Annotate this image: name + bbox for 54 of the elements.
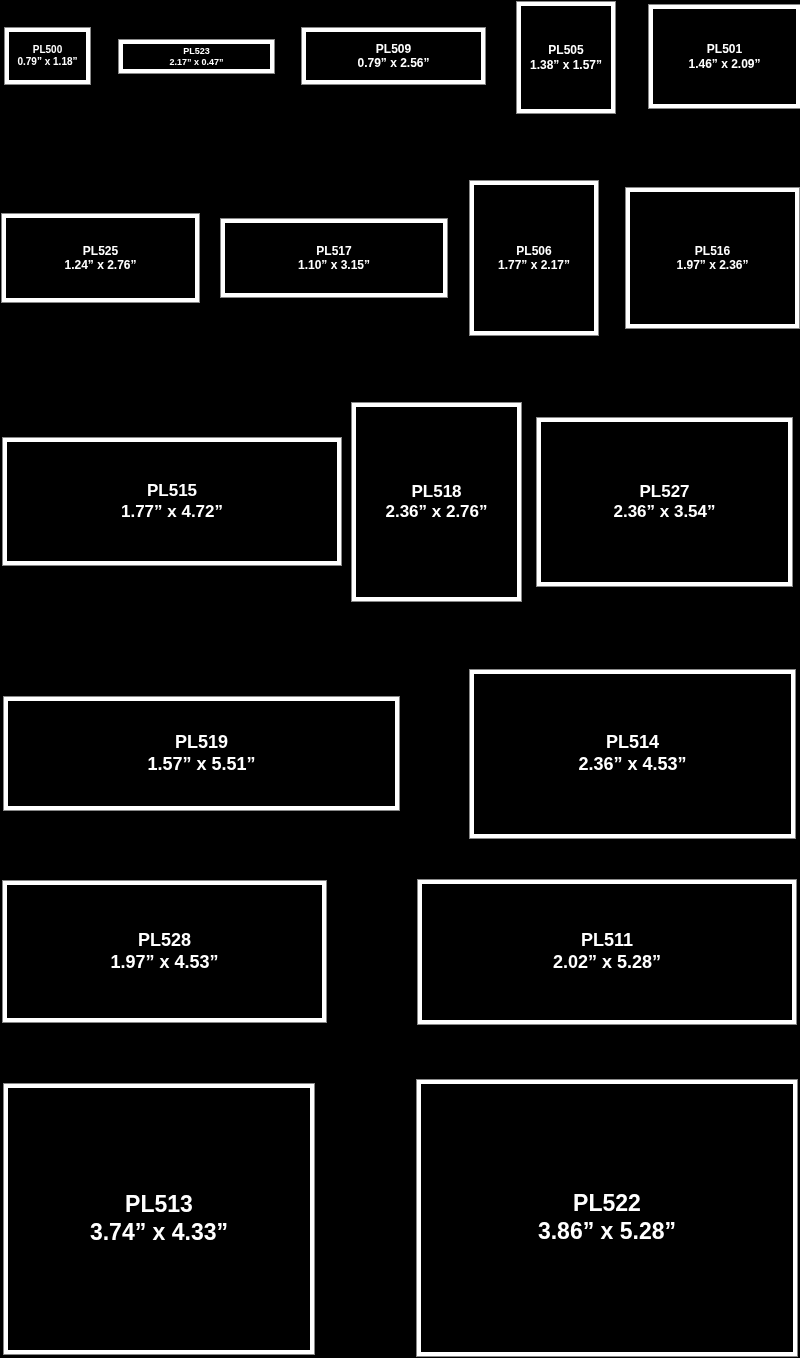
model-code: PL505 [548,43,584,58]
label-outline [4,697,399,810]
model-code: PL514 [605,732,659,754]
model-code: PL513 [125,1191,193,1219]
model-code: PL515 [146,481,198,502]
label-outline [417,1080,797,1356]
label-outline [626,188,799,328]
size-text: 3.74” x 4.33” [89,1219,229,1247]
model-code: PL523 [183,45,210,57]
label-outline [302,28,485,84]
size-text: 1.10” x 3.15” [297,258,371,273]
label-outline [352,403,521,601]
model-code: PL506 [516,243,552,258]
label-outline [4,1084,314,1354]
size-text: 2.17” x 0.47” [169,56,224,68]
label-outline [649,5,800,108]
size-text: 1.77” x 4.72” [120,501,224,522]
model-code: PL501 [706,42,743,57]
label-outline [5,28,90,84]
size-text: 2.02” x 5.28” [552,952,662,974]
size-text: 2.36” x 2.76” [385,502,488,523]
model-code: PL517 [316,243,352,258]
label-outline [3,438,341,565]
size-text: 2.36” x 4.53” [578,754,687,776]
size-text: 0.79” x 2.56” [357,56,430,71]
model-code: PL528 [137,929,191,952]
size-text: 1.24” x 2.76” [64,258,137,273]
label-outline [119,40,274,73]
model-code: PL519 [174,731,228,754]
size-text: 3.86” x 5.28” [537,1218,677,1246]
size-text: 1.97” x 4.53” [110,951,219,974]
model-code: PL500 [32,44,63,56]
model-code: PL525 [82,243,119,258]
size-text: 1.57” x 5.51” [147,753,256,776]
label-outline [2,214,199,302]
model-code: PL527 [639,481,690,502]
label-outline [537,418,792,586]
model-code: PL518 [411,481,462,502]
size-text: 0.79” x 1.18” [17,56,78,68]
size-text: 1.97” x 2.36” [676,258,749,273]
label-outline [418,880,796,1024]
model-code: PL509 [375,41,412,56]
size-text: 2.36” x 3.54” [613,502,716,523]
label-outline [470,670,795,838]
model-code: PL522 [573,1190,641,1218]
label-outline [517,2,615,113]
label-outline [470,181,598,335]
model-code: PL511 [580,930,633,952]
size-text: 1.46” x 2.09” [688,56,761,71]
model-code: PL516 [694,243,731,258]
size-text: 1.38” x 1.57” [529,57,603,72]
label-outline [3,881,326,1022]
size-text: 1.77” x 2.17” [497,258,571,273]
label-outline [221,219,447,297]
